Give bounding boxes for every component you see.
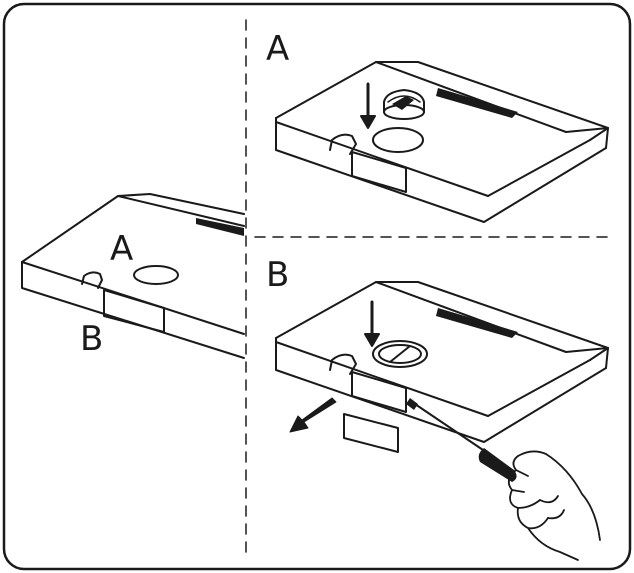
screwdriver-icon <box>406 398 517 482</box>
hood-a-icon <box>275 61 609 223</box>
filter-disc-icon <box>372 340 428 368</box>
down-arrow-icon <box>364 300 380 347</box>
remove-arrow-icon <box>289 397 337 433</box>
hood-left-icon <box>21 193 245 359</box>
label-a-overview: A <box>110 229 134 269</box>
hood-b-icon <box>275 281 609 443</box>
filter-cap-icon <box>383 89 425 120</box>
panel-a-label: A <box>266 29 290 69</box>
label-b-overview: B <box>80 319 104 359</box>
panel-b-label: B <box>266 255 290 295</box>
cover-plate <box>343 413 399 453</box>
down-arrow-icon <box>360 82 376 129</box>
hand-icon <box>507 450 601 561</box>
